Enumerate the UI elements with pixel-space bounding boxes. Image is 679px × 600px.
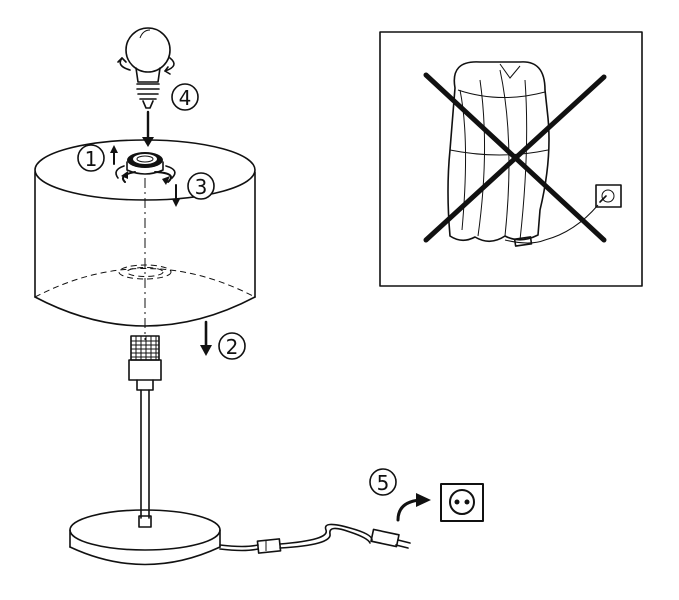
step-5-label: 5 [377, 471, 390, 495]
step-1-label: 1 [85, 147, 98, 171]
down-arrow-step3-icon [172, 184, 180, 207]
prohibited-cross-icon [423, 72, 607, 243]
step-2-marker: 2 [218, 332, 246, 360]
lamp-socket [128, 335, 162, 391]
step-3-marker: 3 [187, 172, 215, 200]
step-1-marker: 1 [77, 144, 105, 172]
lamp-base [69, 509, 221, 566]
lamp-stem [138, 389, 152, 528]
up-arrow-step1-icon [110, 145, 118, 165]
cable-switch [256, 538, 282, 554]
step-3-label: 3 [195, 175, 208, 199]
covered-lamp [447, 61, 550, 243]
rotate-arrow-bulb-icon [117, 57, 175, 75]
down-arrow-bulb-icon [142, 110, 154, 147]
step-4-marker: 4 [171, 83, 199, 111]
power-cable [219, 523, 373, 552]
do-not-cover-warning [379, 31, 643, 287]
step-4-label: 4 [179, 86, 192, 110]
shade-ring [126, 152, 164, 175]
step-5-marker: 5 [369, 468, 397, 496]
step-2-label: 2 [226, 335, 239, 359]
power-socket-icon [440, 483, 484, 522]
rotate-arrow-ring-icon [115, 165, 176, 185]
plug-icon [370, 528, 411, 549]
wall-socket-icon [595, 184, 622, 208]
curved-arrow-step5-icon [396, 493, 431, 522]
light-bulb-icon [125, 27, 171, 109]
down-arrow-step2-icon [200, 320, 212, 356]
